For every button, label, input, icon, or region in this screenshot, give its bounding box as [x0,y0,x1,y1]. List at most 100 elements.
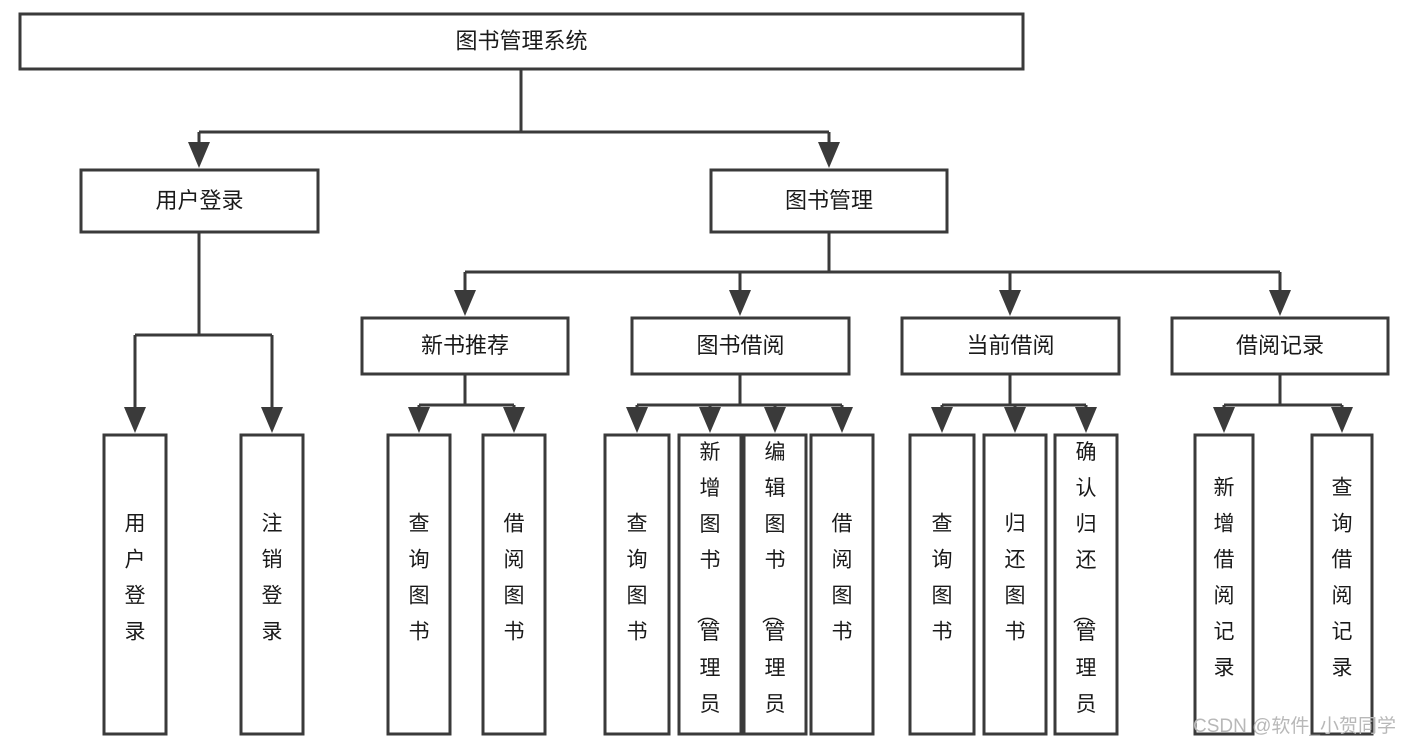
node-box[interactable] [630,316,851,376]
node-label-char: 注 [262,513,283,536]
node-label-char: 书 [700,549,721,572]
arrow-head-icon [1075,407,1097,433]
node-label-char: 新 [700,441,721,464]
node-l-bb-edit[interactable]: 编辑图书（管理员） [742,433,808,747]
arrow-head-icon [1331,407,1353,433]
node-label-char: 阅 [1332,585,1353,608]
node-box[interactable] [677,433,743,736]
node-l-user-logout[interactable]: 注销登录 [239,433,305,736]
node-label-char: 理 [1076,657,1097,680]
connector-group-book-manage-children [454,232,1291,316]
connector-layer [124,69,1353,433]
connector-group-user-login-children [124,232,283,433]
node-label-char: 借 [1214,549,1235,572]
node-l-bb-query[interactable]: 查询图书 [603,433,671,736]
node-n-book-manage[interactable]: 图书管理 [709,168,949,234]
node-label-char: 员 [1076,693,1097,716]
node-label-char: 询 [932,549,953,572]
arrow-head-icon [699,407,721,433]
node-label-char: 销 [262,549,283,572]
node-label-char: 查 [932,513,953,536]
node-label: 查询图书 [627,513,648,644]
node-box[interactable] [709,168,949,234]
node-label-char: 询 [627,549,648,572]
node-l-br-query[interactable]: 查询借阅记录 [1310,433,1374,736]
node-l-user-login[interactable]: 用户登录 [102,433,168,736]
node-box[interactable] [809,433,875,736]
node-label: 图书借阅 [696,333,784,358]
node-box[interactable] [1053,433,1119,736]
node-label-char: 记 [1332,621,1353,644]
node-label-char: 图 [765,513,786,536]
arrow-head-icon [931,407,953,433]
node-box[interactable] [102,433,168,736]
node-l-cb-confirm[interactable]: 确认归还（管理员） [1053,433,1119,747]
node-label-char: 归 [1005,513,1026,536]
node-label-char: （ [695,603,718,624]
node-box[interactable] [1193,433,1255,736]
node-n-user-login[interactable]: 用户登录 [79,168,320,234]
node-label-char: 员 [700,693,721,716]
node-n-book-borrow[interactable]: 图书借阅 [630,316,851,376]
node-n-borrow-record[interactable]: 借阅记录 [1170,316,1390,376]
node-label-char: 管 [765,621,786,644]
node-layer: 图书管理系统用户登录图书管理新书推荐图书借阅当前借阅借阅记录用户登录注销登录查询… [18,12,1390,747]
node-box[interactable] [603,433,671,736]
node-l-cb-return[interactable]: 归还图书 [982,433,1048,736]
node-l-nbr-borrow[interactable]: 借阅图书 [481,433,547,736]
node-label: 注销登录 [262,513,283,644]
node-label-char: 图 [504,585,525,608]
node-box[interactable] [742,433,808,736]
node-root[interactable]: 图书管理系统 [18,12,1025,71]
arrow-head-icon [454,290,476,316]
arrow-head-icon [503,407,525,433]
node-box[interactable] [481,433,547,736]
node-label-char: （ [760,603,783,624]
node-label-char: 增 [700,477,721,500]
node-box[interactable] [386,433,452,736]
node-box[interactable] [1170,316,1390,376]
node-label-char: 查 [409,513,430,536]
connector-group-borrow-record-children [1213,374,1353,433]
node-box[interactable] [239,433,305,736]
connector-group-current-borrow-children [931,374,1097,433]
node-box[interactable] [1310,433,1374,736]
node-n-current-borrow[interactable]: 当前借阅 [900,316,1121,376]
arrow-head-icon [261,407,283,433]
node-label-char: 管 [700,621,721,644]
node-box[interactable] [982,433,1048,736]
node-box[interactable] [360,316,570,376]
node-box[interactable] [900,316,1121,376]
node-label: 查询图书 [409,513,430,644]
connector-group-new-book-rec-children [408,374,525,433]
node-label: 查询借阅记录 [1332,477,1353,680]
node-l-br-add[interactable]: 新增借阅记录 [1193,433,1255,736]
node-l-bb-borrow[interactable]: 借阅图书 [809,433,875,736]
arrow-head-icon [188,142,210,168]
node-label-char: 询 [1332,513,1353,536]
node-box[interactable] [18,12,1025,71]
node-n-new-book-rec[interactable]: 新书推荐 [360,316,570,376]
node-label-char: 还 [1005,549,1026,572]
node-l-cb-query[interactable]: 查询图书 [908,433,976,736]
node-label: 确认归还（管理员） [1071,441,1097,747]
arrow-head-icon [818,142,840,168]
node-label-char: 图 [832,585,853,608]
arrow-head-icon [626,407,648,433]
node-l-nbr-query[interactable]: 查询图书 [386,433,452,736]
node-label-char: 登 [262,585,283,608]
arrow-head-icon [1269,290,1291,316]
arrow-head-icon [1004,407,1026,433]
node-label: 编辑图书（管理员） [760,441,786,747]
arrow-head-icon [124,407,146,433]
node-label: 用户登录 [125,513,146,644]
node-label-char: 阅 [504,549,525,572]
node-label-char: 认 [1076,477,1097,500]
node-box[interactable] [79,168,320,234]
node-box[interactable] [908,433,976,736]
node-label-char: 还 [1076,549,1097,572]
node-l-bb-add[interactable]: 新增图书（管理员） [677,433,743,747]
node-label-char: 辑 [765,477,786,500]
